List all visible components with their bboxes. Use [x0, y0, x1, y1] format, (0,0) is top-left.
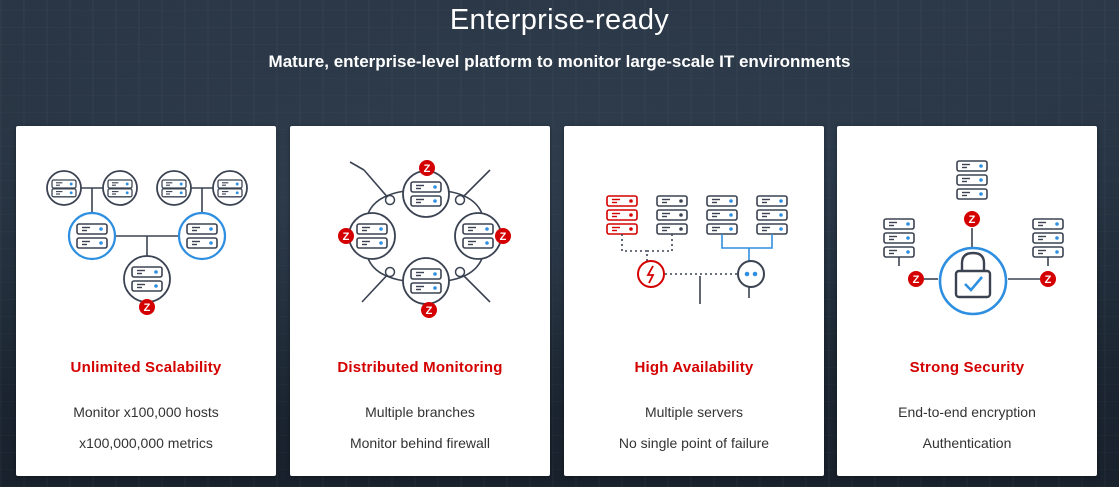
secure-lock-icon — [883, 160, 1064, 316]
page-subtitle: Mature, enterprise-level platform to mon… — [268, 52, 851, 71]
card-strong-security: Strong Security End-to-end encryption Au… — [837, 126, 1097, 476]
card-title: Unlimited Scalability — [70, 359, 222, 376]
card-line: No single point of failure — [618, 435, 770, 451]
card-distributed-monitoring: Distributed Monitoring Multiple branches… — [290, 126, 550, 476]
server-tree-icon — [16, 126, 276, 315]
card-line: End-to-end encryption — [898, 404, 1036, 420]
failover-cluster-icon — [606, 195, 788, 304]
card-title: Strong Security — [909, 359, 1025, 376]
card-unlimited-scalability: Unlimited Scalability Monitor x100,000 h… — [16, 126, 276, 476]
card-line: x100,000,000 metrics — [79, 435, 213, 451]
card-title: Distributed Monitoring — [337, 359, 503, 376]
distributed-network-icon — [338, 160, 511, 318]
card-line: Multiple servers — [644, 404, 744, 420]
card-line: Monitor behind firewall — [349, 435, 491, 451]
card-line: Multiple branches — [365, 404, 475, 420]
card-high-availability: High Availability Multiple servers No si… — [564, 126, 824, 476]
card-title: High Availability — [634, 359, 754, 376]
page-title: Enterprise-ready — [449, 4, 670, 36]
feature-cards: Unlimited Scalability Monitor x100,000 h… — [16, 126, 1119, 476]
card-line: Monitor x100,000 hosts — [73, 404, 219, 420]
card-line: Authentication — [922, 435, 1012, 451]
